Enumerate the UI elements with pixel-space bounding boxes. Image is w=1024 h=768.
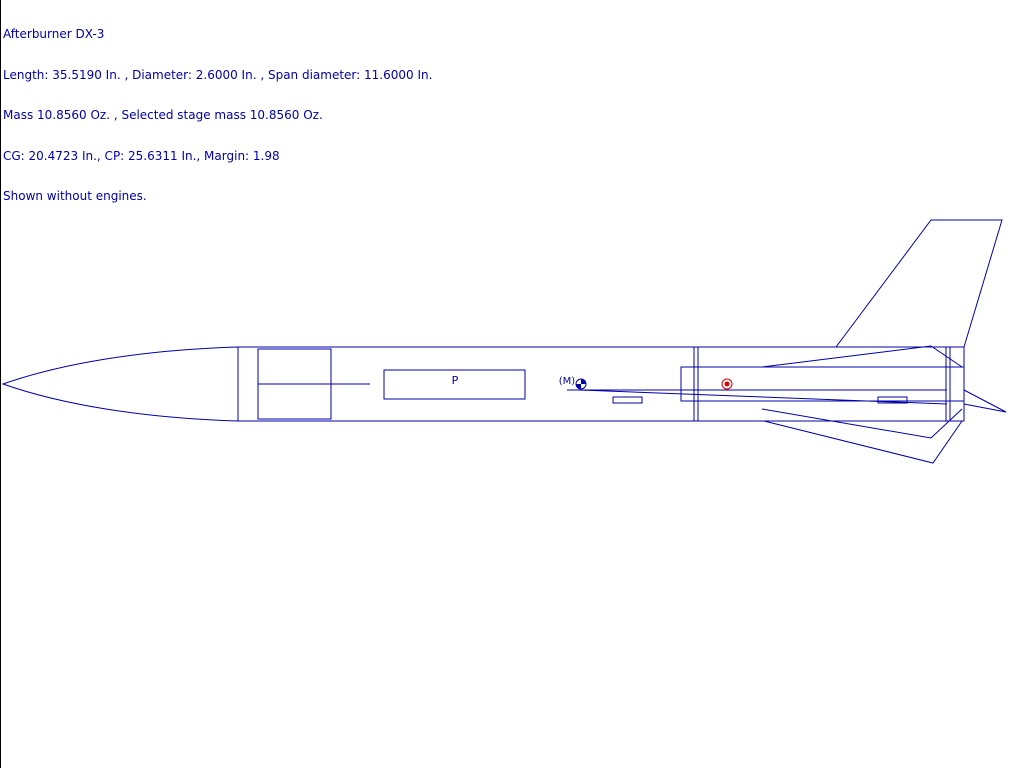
cg-marker-icon bbox=[575, 378, 587, 390]
rocket-dimensions: Length: 35.5190 In. , Diameter: 2.6000 I… bbox=[3, 67, 433, 82]
motor-mount-tube bbox=[680, 366, 965, 402]
fin-lower bbox=[763, 420, 963, 464]
centering-ring-front bbox=[693, 346, 699, 422]
fin-edge-right bbox=[963, 389, 1007, 413]
view-border bbox=[0, 0, 1, 768]
launch-guide-taper bbox=[579, 389, 948, 405]
fin-lower-angled bbox=[761, 408, 963, 439]
parachute-label: P bbox=[452, 374, 459, 387]
nose-cone bbox=[1, 346, 239, 422]
launch-lug-rear bbox=[877, 396, 908, 404]
launch-lug-front bbox=[612, 396, 643, 404]
cp-marker-icon bbox=[721, 378, 733, 390]
engine-note: Shown without engines. bbox=[3, 189, 147, 203]
mass-object-label: (M) bbox=[559, 376, 576, 387]
rocket-name: Afterburner DX-3 bbox=[3, 27, 105, 41]
rocket-mass: Mass 10.8560 Oz. , Selected stage mass 1… bbox=[3, 108, 323, 122]
fin-upper-angled bbox=[761, 345, 963, 368]
parachute bbox=[383, 369, 526, 400]
rocket-stability: CG: 20.4723 In., CP: 25.6311 In., Margin… bbox=[3, 148, 280, 163]
fin-upper bbox=[835, 219, 1003, 348]
centering-ring-rear bbox=[945, 346, 951, 422]
rocket-info-panel: Afterburner DX-3 Length: 35.5190 In. , D… bbox=[3, 1, 432, 231]
